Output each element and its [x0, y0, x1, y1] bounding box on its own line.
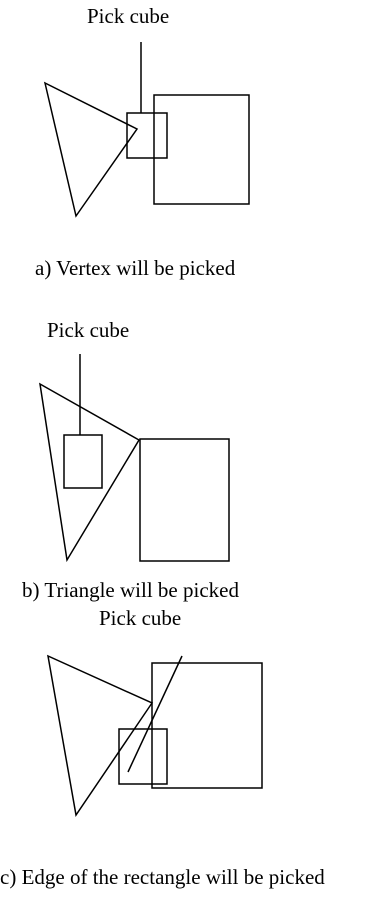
- pick-cube-label: Pick cube: [47, 318, 130, 342]
- rectangle: [139, 438, 230, 562]
- pick-cube: [126, 112, 168, 159]
- pick-cube: [63, 434, 103, 489]
- caption-b: b) Triangle will be picked: [22, 578, 239, 602]
- caption-c: c) Edge of the rectangle will be picked: [0, 865, 325, 889]
- panel-b-diagram: [39, 354, 230, 563]
- panel-b: Pick cube b) Triangle will be picked: [22, 318, 239, 602]
- triangle: [47, 654, 154, 817]
- pick-cube-label: Pick cube: [87, 4, 170, 28]
- panel-a: Pick cube a) Vertex will be picked: [0, 0, 372, 300]
- triangle: [39, 382, 141, 563]
- rectangle: [153, 94, 250, 205]
- caption-a: a) Vertex will be picked: [35, 256, 236, 280]
- panel-a-diagram: [43, 42, 250, 218]
- pick-cube: [118, 728, 168, 785]
- pick-cube-pointer: [127, 655, 183, 773]
- triangle: [43, 81, 139, 218]
- pick-cube-label: Pick cube: [99, 606, 182, 630]
- rectangle: [151, 662, 263, 789]
